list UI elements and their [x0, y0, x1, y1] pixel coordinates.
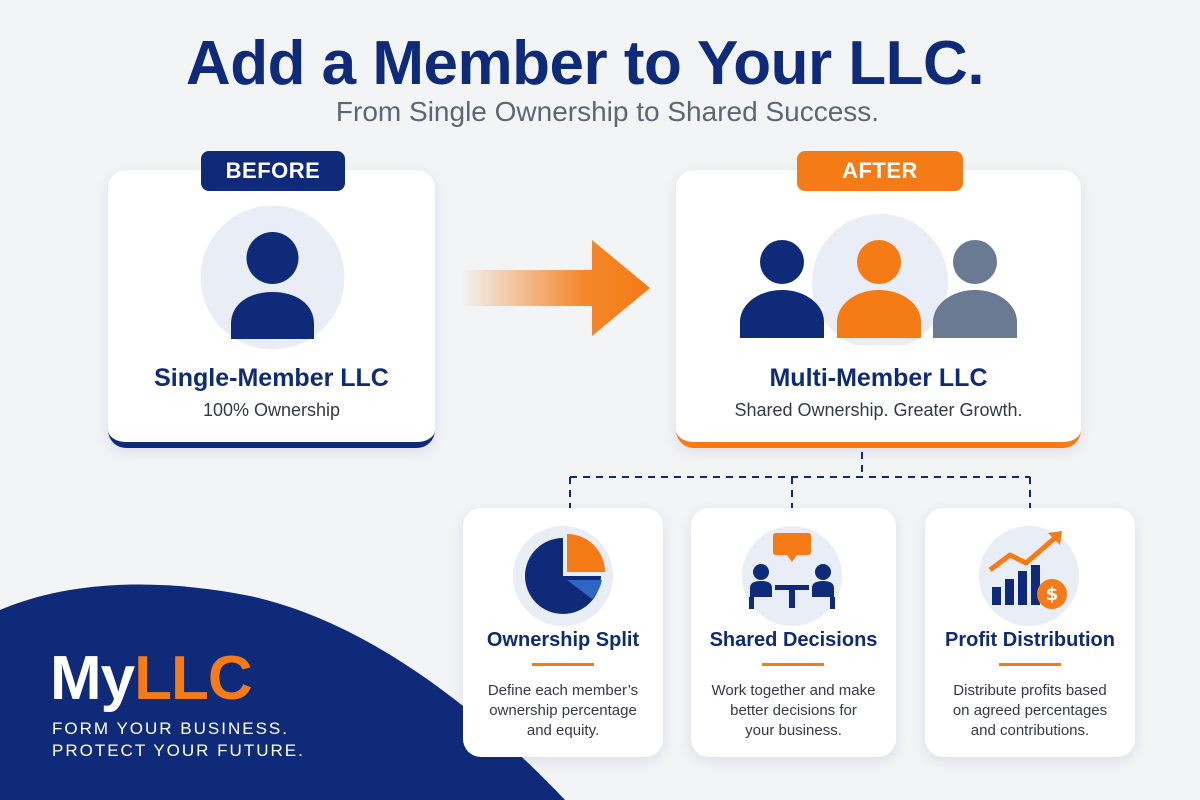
growth-chart-dollar-icon: $	[979, 526, 1079, 626]
single-person-icon	[200, 205, 345, 350]
svg-text:$: $	[1046, 584, 1059, 605]
transition-arrow-icon	[460, 240, 650, 336]
before-card-text: 100% Ownership	[202, 400, 341, 420]
after-card-text: Shared Ownership. Greater Growth.	[734, 400, 1023, 420]
feature-title-shared-decisions: Shared Decisions	[709, 629, 878, 651]
feature-text-profit-distribution: Distribute profits based on agreed perce…	[952, 682, 1108, 739]
after-card-title: Multi-Member LLC	[769, 364, 988, 392]
group-of-people-icon	[740, 214, 1017, 345]
meeting-icon	[742, 526, 842, 626]
feature-divider	[762, 663, 824, 666]
before-card-title: Single-Member LLC	[154, 364, 389, 392]
pie-chart-icon	[513, 526, 613, 626]
brand-tagline-line1: FORM YOUR BUSINESS.	[52, 719, 289, 738]
feature-text-shared-decisions: Work together and make better decisions …	[711, 682, 876, 739]
feature-divider	[532, 663, 594, 666]
brand-tagline-line2: PROTECT YOUR FUTURE.	[52, 741, 305, 760]
feature-title-ownership-split: Ownership Split	[486, 629, 640, 651]
feature-divider	[999, 663, 1061, 666]
feature-text-ownership-split: Define each member’s ownership percentag…	[487, 682, 639, 739]
brand-logo: MyLLC	[50, 644, 253, 713]
page-subtitle: From Single Ownership to Shared Success.	[335, 96, 880, 127]
page-title: Add a Member to Your LLC.	[185, 29, 985, 98]
after-badge: AFTER	[797, 151, 963, 191]
before-badge: BEFORE	[201, 151, 345, 191]
feature-title-profit-distribution: Profit Distribution	[945, 629, 1115, 651]
